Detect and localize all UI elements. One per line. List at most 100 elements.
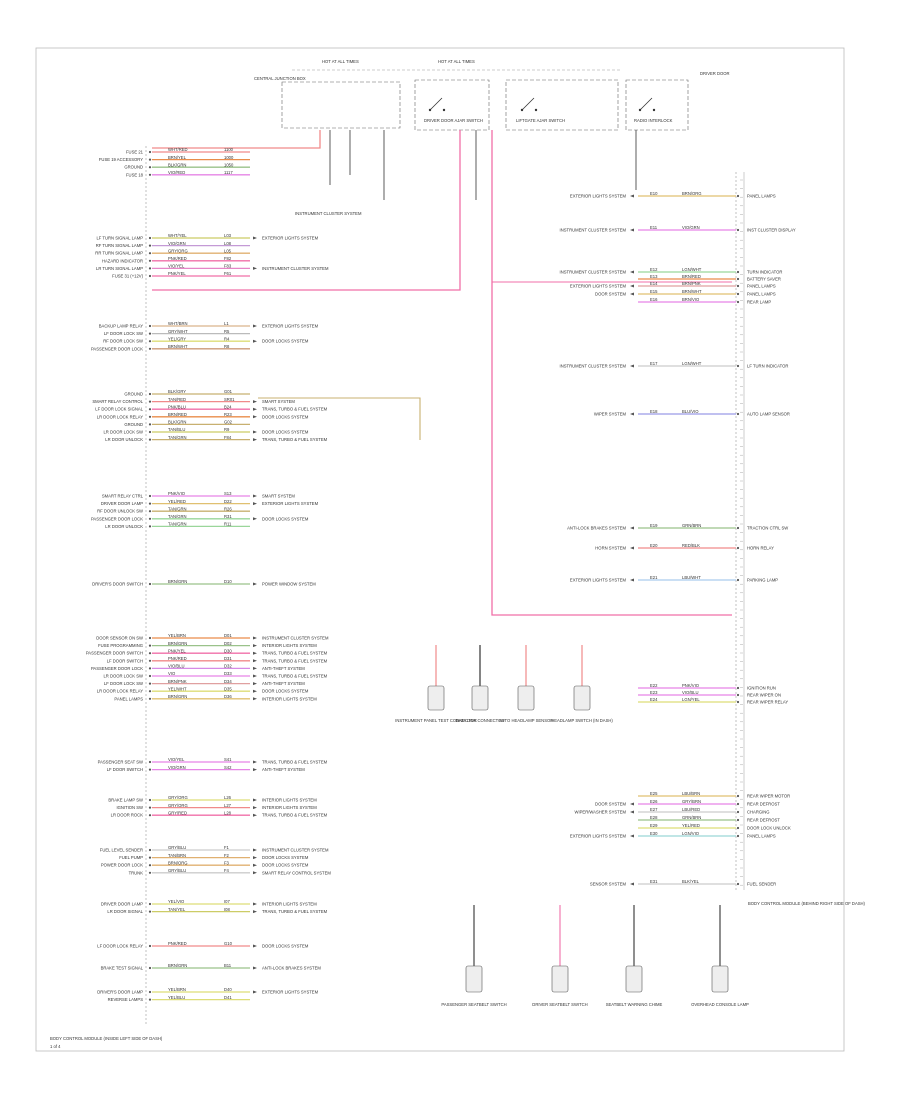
left-arrow-icon: [253, 651, 257, 655]
left-wire-color-label: BRN/WHT: [168, 344, 188, 349]
left-wire-color-label: BRN/GRN: [168, 579, 187, 584]
left-wire-color-label: TAN/RED: [168, 397, 186, 402]
bottom-connector-label: SEATBELT WARNING CHIME: [606, 1002, 663, 1007]
left-pin: [148, 910, 152, 913]
right-wire-color-label: BRN/RED: [682, 274, 701, 279]
left-wire-color-label: YEL/BRN: [168, 987, 186, 992]
left-pin: [148, 438, 152, 441]
right-wire-color-label: PNK/VIO: [682, 683, 700, 688]
left-wire-color-label: VIO/GRN: [168, 241, 186, 246]
left-row-label: FUSE 18: [126, 172, 144, 177]
mid-connector-icon: [573, 685, 591, 711]
left-circuit-label: F82: [224, 256, 232, 261]
left-circuit-label: D40: [224, 987, 232, 992]
right-source-label: ANTI-LOCK BRAKES SYSTEM: [567, 526, 626, 531]
left-circuit-label: L28: [224, 810, 232, 815]
left-circuit-label: I07: [224, 899, 230, 904]
left-row-label: BRAKE TEST SIGNAL: [101, 966, 144, 971]
left-destination-label: DOOR LOCKS SYSTEM: [262, 944, 309, 949]
left-row-label: LR DOOR ROCK: [111, 813, 144, 818]
right-row-label: REAR LAMP: [747, 300, 771, 305]
left-circuit-label: G01: [224, 389, 233, 394]
left-row-label: FUEL PUMP: [119, 855, 143, 860]
right-wire-color-label: BRN/ORG: [682, 191, 702, 196]
left-circuit-label: S13: [224, 491, 232, 496]
left-row-label: RR TURN SIGNAL LAMP: [95, 251, 143, 256]
left-row-label: DOOR SENSOR ON SW: [96, 636, 143, 641]
left-wire-color-label: TAN/GRN: [168, 435, 187, 440]
left-destination-label: TRANS, TURBO & FUEL SYSTEM: [262, 437, 328, 442]
left-wire-color-label: GRY/BLU: [168, 868, 186, 873]
left-wire-color-label: BLK/GRY: [168, 389, 186, 394]
left-destination-label: TRANS, TURBO & FUEL SYSTEM: [262, 658, 328, 663]
left-wire-color-label: TAN/GRN: [168, 514, 187, 519]
right-arrow-icon: [630, 412, 634, 416]
left-destination-label: DOOR LOCKS SYSTEM: [262, 430, 309, 435]
left-circuit-label: D35: [224, 686, 232, 691]
left-pin: [148, 674, 152, 678]
switch-blade-icon: [639, 97, 653, 111]
left-row-label: RF TURN SIGNAL LAMP: [96, 243, 143, 248]
page-number: 1 of 4: [50, 1044, 61, 1049]
right-row-label: IGNITION RUN: [747, 686, 776, 691]
switch-blade-icon: [429, 97, 443, 111]
right-wire-color-label: BRN/VIO: [682, 297, 700, 302]
right-circuit-label: E26: [650, 799, 658, 804]
right-module-id-label: BODY CONTROL MODULE (BEHIND RIGHT SIDE O…: [748, 901, 866, 906]
bottom-connector-label: DRIVER SEATBELT SWITCH: [532, 1002, 587, 1007]
left-pin: [148, 502, 152, 505]
right-pin: [736, 300, 740, 304]
left-arrow-icon: [253, 266, 257, 270]
left-wire-color-label: BRN/PNK: [168, 679, 187, 684]
bottom-connector-icon: [465, 965, 483, 993]
right-source-label: SENSOR SYSTEM: [590, 882, 627, 887]
left-destination-label: DOOR LOCKS SYSTEM: [262, 863, 309, 868]
left-wire-color-label: TAN/GRN: [168, 506, 187, 511]
left-row-label: LF DOOR LOCK RELAY: [97, 944, 143, 949]
mid-connector-icon: [427, 685, 445, 711]
left-pin: [148, 682, 152, 685]
left-pin: [148, 848, 152, 852]
left-arrow-icon: [253, 324, 257, 328]
left-circuit-label: D22: [224, 499, 232, 504]
left-circuit-label: B11: [224, 963, 232, 968]
right-circuit-label: E24: [650, 697, 658, 702]
left-pin: [148, 697, 152, 700]
right-row-label: PANEL LAMPS: [747, 194, 776, 199]
left-row-label: BRAKE LAMP SW: [108, 798, 143, 803]
right-pin: [736, 686, 740, 690]
left-arrow-icon: [253, 666, 257, 670]
right-row-label: REAR DEFROST: [747, 818, 780, 823]
left-wire-color-label: PNK/RED: [168, 941, 187, 946]
left-pin: [148, 966, 152, 970]
left-circuit-label: R11: [224, 522, 232, 527]
left-pin: [148, 659, 152, 662]
left-pin: [148, 408, 152, 411]
left-wire-color-label: YEL/GRY: [168, 336, 186, 341]
left-circuit-label: D34: [224, 679, 232, 684]
right-source-label: INSTRUMENT CLUSTER SYSTEM: [560, 228, 627, 233]
right-source-label: DOOR SYSTEM: [595, 802, 626, 807]
bottom-connector-icon: [625, 965, 643, 993]
left-pin: [148, 267, 152, 270]
left-row-label: PASSENGER DOOR LOCK: [91, 516, 143, 521]
switch-box-1: [414, 79, 490, 131]
left-row-label: IGNITION SW: [116, 805, 143, 810]
bottom-connector-label: OVERHEAD CONSOLE LAMP: [691, 1002, 749, 1007]
left-row-label: PASSENGER DOOR LOCK: [91, 666, 143, 671]
left-pin: [148, 274, 152, 278]
right-pin: [736, 277, 740, 281]
left-pin: [148, 430, 152, 434]
right-row-label: REAR WIPER ON: [747, 693, 781, 698]
right-circuit-label: E18: [650, 409, 658, 414]
right-pin: [736, 412, 740, 416]
left-destination-label: EXTERIOR LIGHTS SYSTEM: [262, 236, 319, 241]
left-circuit-label: R4: [224, 336, 230, 341]
left-pin: [148, 510, 152, 513]
left-wire-color-label: PNK/BLU: [168, 404, 186, 409]
left-circuit-label: F61: [224, 271, 232, 276]
right-arrow-icon: [630, 526, 634, 530]
left-pin: [148, 814, 152, 817]
left-arrow-icon: [253, 236, 257, 240]
